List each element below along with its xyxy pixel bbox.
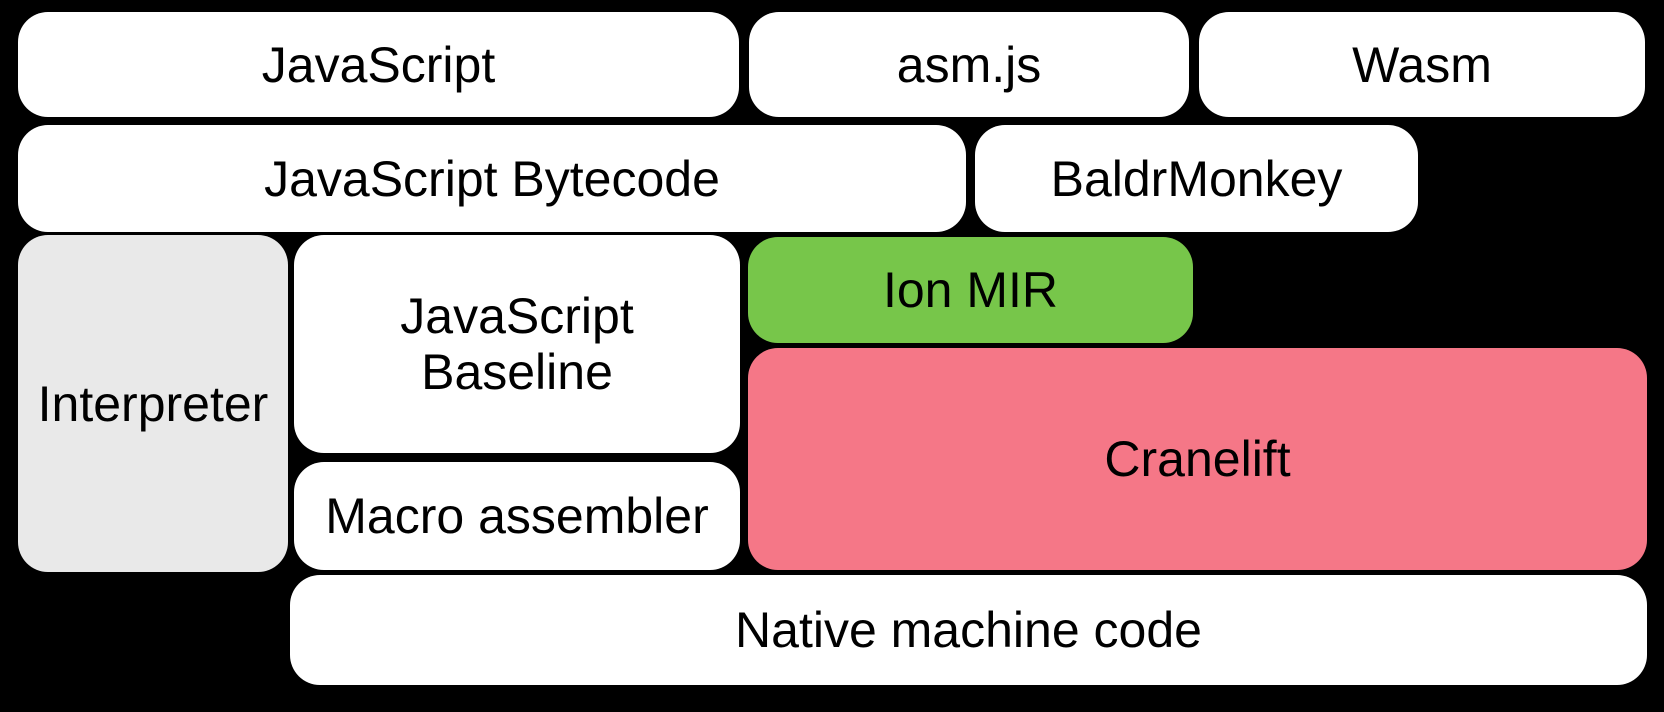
node-macro-assembler: Macro assembler (294, 462, 740, 570)
node-asmjs-label: asm.js (896, 36, 1042, 93)
node-wasm-label: Wasm (1352, 36, 1492, 93)
node-asmjs: asm.js (749, 12, 1189, 117)
node-interpreter-label: Interpreter (37, 375, 269, 432)
node-javascript-baseline-label: JavaScript Baseline (400, 288, 634, 400)
node-macro-assembler-label: Macro assembler (325, 488, 709, 544)
node-baldrmonkey: BaldrMonkey (975, 125, 1418, 232)
node-native-machine-code-label: Native machine code (735, 602, 1202, 658)
node-javascript-label: JavaScript (261, 36, 496, 93)
node-ion-mir-label: Ion MIR (882, 262, 1059, 318)
node-javascript: JavaScript (18, 12, 739, 117)
node-javascript-bytecode-label: JavaScript Bytecode (264, 150, 720, 207)
node-ion-mir: Ion MIR (748, 237, 1193, 343)
node-baldrmonkey-label: BaldrMonkey (1050, 150, 1343, 207)
node-cranelift-label: Cranelift (1104, 431, 1291, 487)
node-native-machine-code: Native machine code (290, 575, 1647, 685)
node-interpreter: Interpreter (18, 235, 288, 572)
node-javascript-bytecode: JavaScript Bytecode (18, 125, 966, 232)
node-wasm: Wasm (1199, 12, 1645, 117)
node-cranelift: Cranelift (748, 348, 1647, 570)
node-javascript-baseline: JavaScript Baseline (294, 235, 740, 453)
